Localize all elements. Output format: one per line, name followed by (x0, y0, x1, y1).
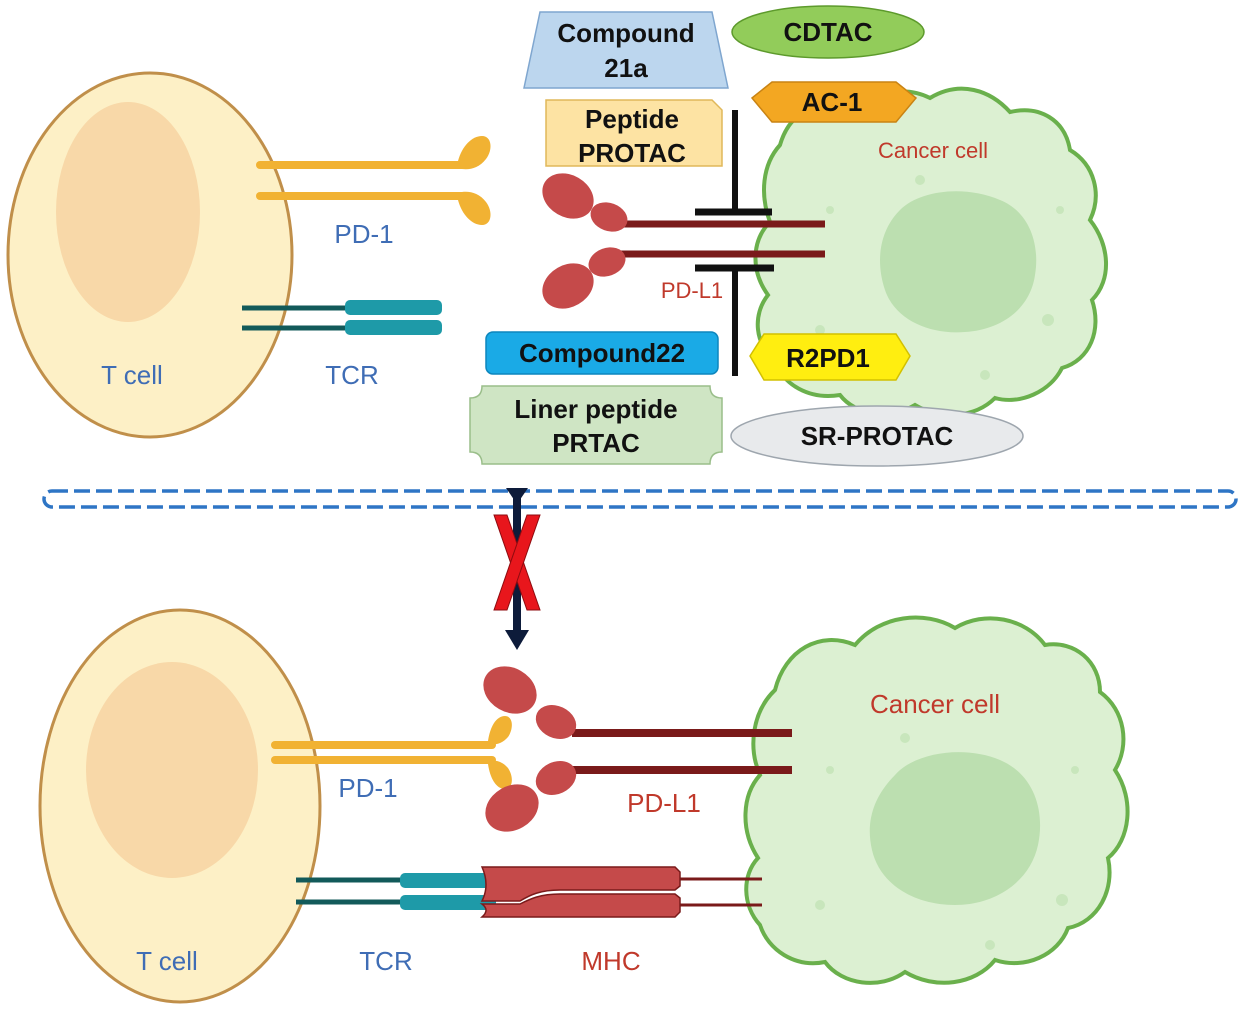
top-pd1-label: PD-1 (334, 219, 393, 249)
inhibition-bars (695, 110, 774, 376)
sr-protac-box: SR-PROTAC (730, 405, 1024, 467)
top-pdl1: PD-L1 (542, 173, 825, 309)
cdtac-label: CDTAC (783, 17, 872, 47)
peptide-protac-line2: PROTAC (578, 138, 686, 168)
sr-protac-label: SR-PROTAC (801, 421, 954, 451)
peptide-protac-line1: Peptide (585, 104, 679, 134)
bottom-cancer-cell: Cancer cell (743, 615, 1130, 985)
bottom-panel: T cell PD-1 TCR Cancer (38, 608, 1130, 1004)
bottom-mhc: MHC (479, 866, 762, 976)
panel-divider (42, 489, 1238, 509)
top-tcr-label: TCR (325, 360, 378, 390)
r2pd1-label: R2PD1 (786, 343, 870, 373)
bottom-pdl1-label: PD-L1 (627, 788, 701, 818)
peptide-protac-box: Peptide PROTAC (545, 99, 723, 168)
liner-peptide-box: Liner peptide PRTAC (469, 385, 723, 465)
compound-22-label: Compound22 (519, 338, 685, 368)
bottom-cancer-cell-label: Cancer cell (870, 689, 1000, 719)
compound-21a-line2: 21a (604, 53, 648, 83)
bottom-tcr-label: TCR (359, 946, 412, 976)
top-panel: T cell PD-1 TCR Cancer (6, 5, 1108, 467)
liner-peptide-line2: PRTAC (552, 428, 640, 458)
top-pd1-receptor: PD-1 (256, 136, 491, 249)
top-t-cell-label: T cell (101, 360, 163, 390)
bottom-tcr: TCR (296, 873, 496, 976)
bottom-t-cell: T cell (38, 608, 322, 1004)
ac1-label: AC-1 (802, 87, 863, 117)
top-pdl1-label: PD-L1 (661, 278, 723, 303)
liner-peptide-line1: Liner peptide (514, 394, 677, 424)
compound-22-box: Compound22 (485, 331, 719, 375)
blocked-x-icon (493, 514, 541, 611)
bottom-t-cell-label: T cell (136, 946, 198, 976)
r2pd1-box: R2PD1 (749, 333, 911, 381)
top-cancer-cell-label: Cancer cell (878, 138, 988, 163)
bottom-mhc-label: MHC (581, 946, 640, 976)
compound-21a-line1: Compound (557, 18, 694, 48)
top-t-cell: T cell (6, 71, 294, 439)
bottom-pdl1: PD-L1 (483, 666, 792, 832)
cdtac-box: CDTAC (731, 5, 925, 59)
bottom-pd1-receptor: PD-1 (271, 716, 512, 803)
compound-21a-box: Compound 21a (523, 11, 729, 89)
top-tcr: TCR (242, 300, 442, 390)
ac1-box: AC-1 (750, 81, 918, 123)
bottom-pd1-label: PD-1 (338, 773, 397, 803)
